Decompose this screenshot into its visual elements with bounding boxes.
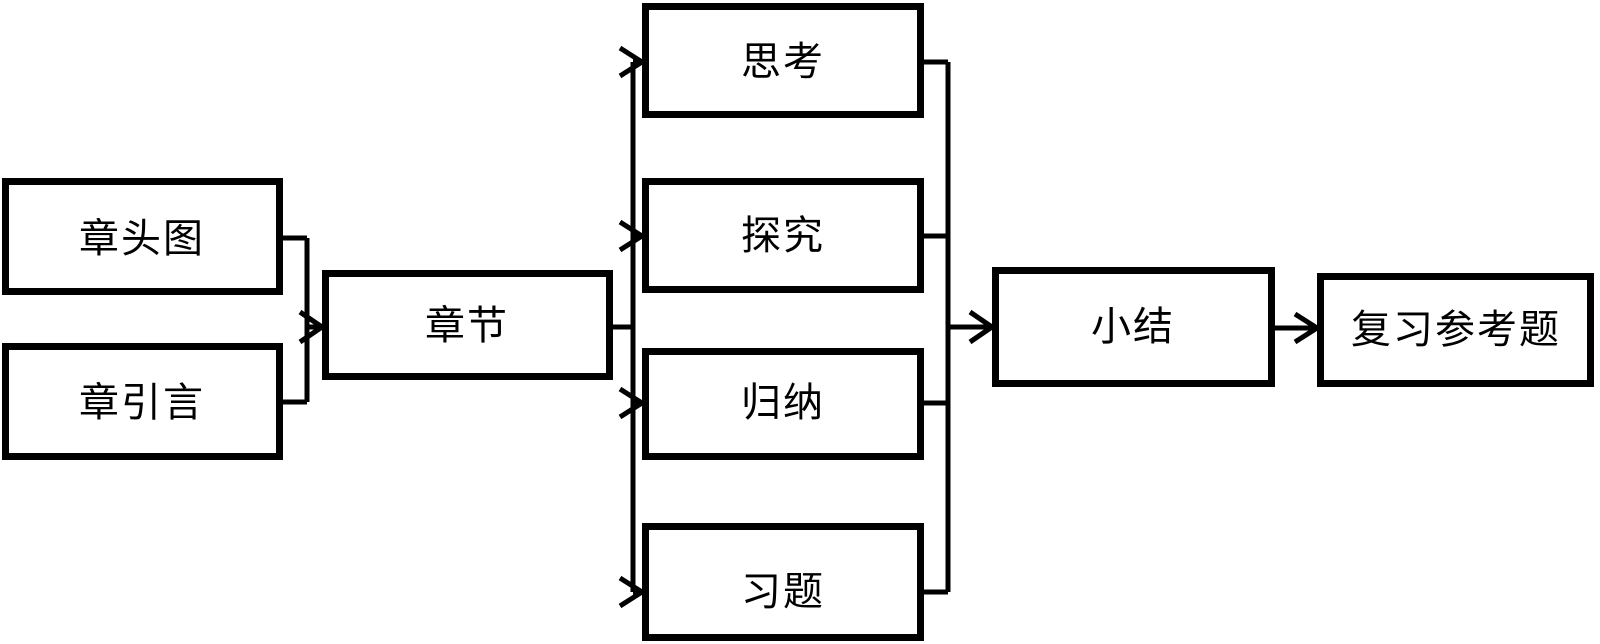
edge-group-section-split (613, 45, 647, 609)
node-chapter-cover[interactable]: 章头图 (2, 178, 283, 295)
node-chapter-intro[interactable]: 章引言 (2, 343, 283, 460)
edge-group-left-merge (283, 235, 327, 405)
node-summarize-rect[interactable] (642, 348, 924, 460)
node-chapter-summary-rect[interactable] (992, 267, 1275, 387)
node-think-label: 思考 (741, 40, 825, 84)
node-review-problems-rect[interactable] (1317, 273, 1594, 387)
node-think[interactable]: 思考 (642, 3, 924, 118)
node-chapter-cover-label: 章头图 (79, 217, 205, 261)
node-inquiry[interactable]: 探究 (642, 178, 924, 293)
node-exercises[interactable]: 习题 (642, 523, 924, 641)
node-inquiry-rect[interactable] (642, 178, 924, 293)
node-exercises-rect[interactable] (642, 523, 924, 641)
node-review-problems[interactable]: 复习参考题 (1317, 273, 1594, 387)
node-inquiry-label: 探究 (741, 214, 825, 258)
node-chapter-summary-label: 小结 (1091, 305, 1175, 349)
node-chapter-summary[interactable]: 小结 (992, 267, 1275, 387)
node-chapter-intro-label: 章引言 (79, 381, 205, 425)
edge-group-middle-merge (924, 59, 997, 595)
node-summarize[interactable]: 归纳 (642, 348, 924, 460)
node-section[interactable]: 章节 (322, 270, 613, 380)
node-review-problems-label: 复习参考题 (1351, 308, 1561, 352)
edge-group-summary-to-review (1275, 311, 1322, 345)
node-section-label: 章节 (425, 304, 509, 348)
node-chapter-intro-rect[interactable] (2, 343, 283, 460)
node-summarize-label: 归纳 (741, 381, 825, 425)
node-section-rect[interactable] (322, 270, 613, 380)
node-think-rect[interactable] (642, 3, 924, 118)
node-exercises-label: 习题 (741, 570, 825, 614)
node-chapter-cover-rect[interactable] (2, 178, 283, 295)
